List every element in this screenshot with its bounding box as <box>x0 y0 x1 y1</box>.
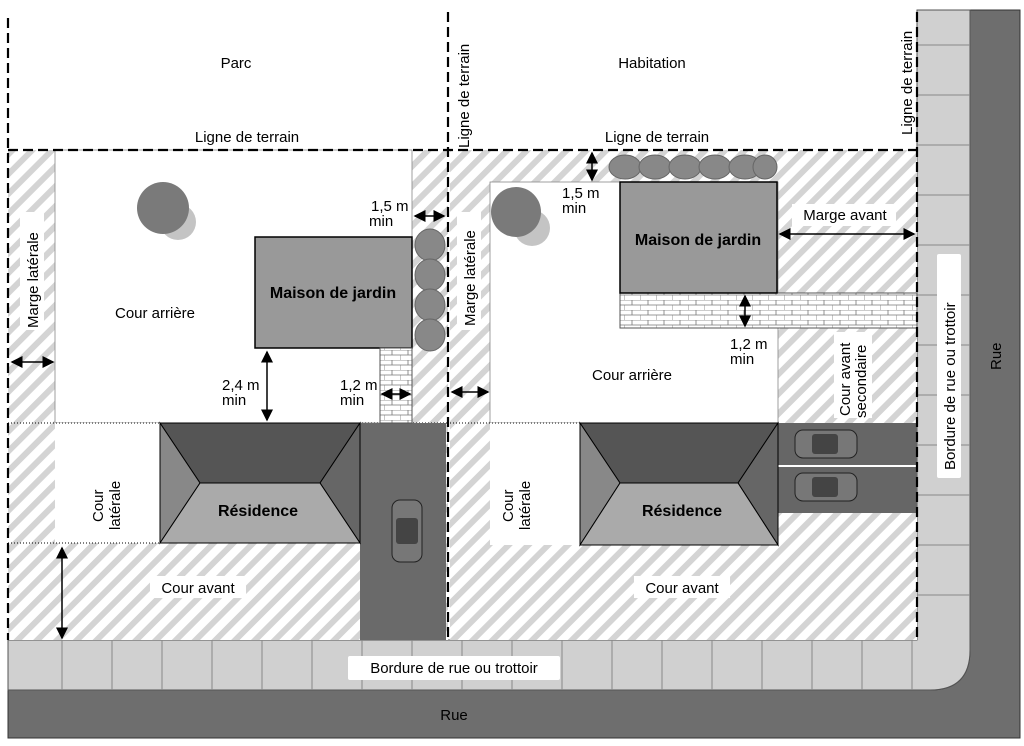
secondary-front-yard-label: secondaire <box>853 345 870 418</box>
dimension-label: 1,2 m <box>340 377 378 394</box>
hedge <box>414 228 446 352</box>
car-icon <box>391 499 423 563</box>
property-line-label: Ligne de terrain <box>605 129 709 146</box>
shed <box>254 236 413 349</box>
shed-label: Maison de jardin <box>270 285 396 302</box>
property-line-label: Ligne de terrain <box>899 31 916 135</box>
front-yard-label: Cour avant <box>161 580 235 597</box>
car-icon <box>794 429 858 459</box>
left-lot <box>8 149 448 640</box>
residence <box>579 421 779 547</box>
dimension-label: min <box>222 392 246 409</box>
road-label: Rue <box>988 342 1005 370</box>
property-lines <box>6 12 919 640</box>
front-margin-label: Marge avant <box>803 207 887 224</box>
residence-label: Résidence <box>642 503 722 520</box>
car-icon <box>794 472 858 502</box>
side-yard-label: Cour <box>90 489 107 522</box>
side-margin-label: Marge latérale <box>462 230 479 326</box>
residence <box>159 421 361 545</box>
front-yard-label: Cour avant <box>645 580 719 597</box>
lot-title: Parc <box>221 55 252 72</box>
dimension-label: min <box>340 392 364 409</box>
shed-label: Maison de jardin <box>635 232 761 249</box>
right-lot <box>450 150 918 640</box>
backyard-label: Cour arrière <box>592 367 672 384</box>
lot-title: Habitation <box>618 55 686 72</box>
dimension-label: 1,5 m <box>562 185 600 202</box>
dimension-arrows <box>10 151 916 640</box>
residence-label: Résidence <box>218 503 298 520</box>
hedge <box>608 154 778 180</box>
road-label: Rue <box>440 707 468 724</box>
curb-label: Bordure de rue ou trottoir <box>370 660 538 677</box>
property-line-label: Ligne de terrain <box>195 129 299 146</box>
backyard-label: Cour arrière <box>115 305 195 322</box>
dimension-label: min <box>730 351 754 368</box>
dimension-label: min <box>369 213 393 230</box>
tree-icon <box>491 187 550 246</box>
curb-label: Bordure de rue ou trottoir <box>942 302 959 470</box>
dimension-label: 2,4 m <box>222 377 260 394</box>
side-yard-label: latérale <box>107 481 124 530</box>
side-yard-label: Cour <box>500 489 517 522</box>
side-margin-label: Marge latérale <box>25 232 42 328</box>
secondary-front-yard-label: Cour avant <box>837 342 854 416</box>
dimension-label: 1,5 m <box>371 198 409 215</box>
dimension-label: min <box>562 200 586 217</box>
tree-icon <box>137 182 196 240</box>
dimension-label: 1,2 m <box>730 336 768 353</box>
brick-walkway <box>379 347 413 424</box>
side-yard-label: latérale <box>517 481 534 530</box>
property-line-label: Ligne de terrain <box>456 44 473 148</box>
paved-walkway <box>619 292 918 329</box>
shed <box>619 181 778 294</box>
